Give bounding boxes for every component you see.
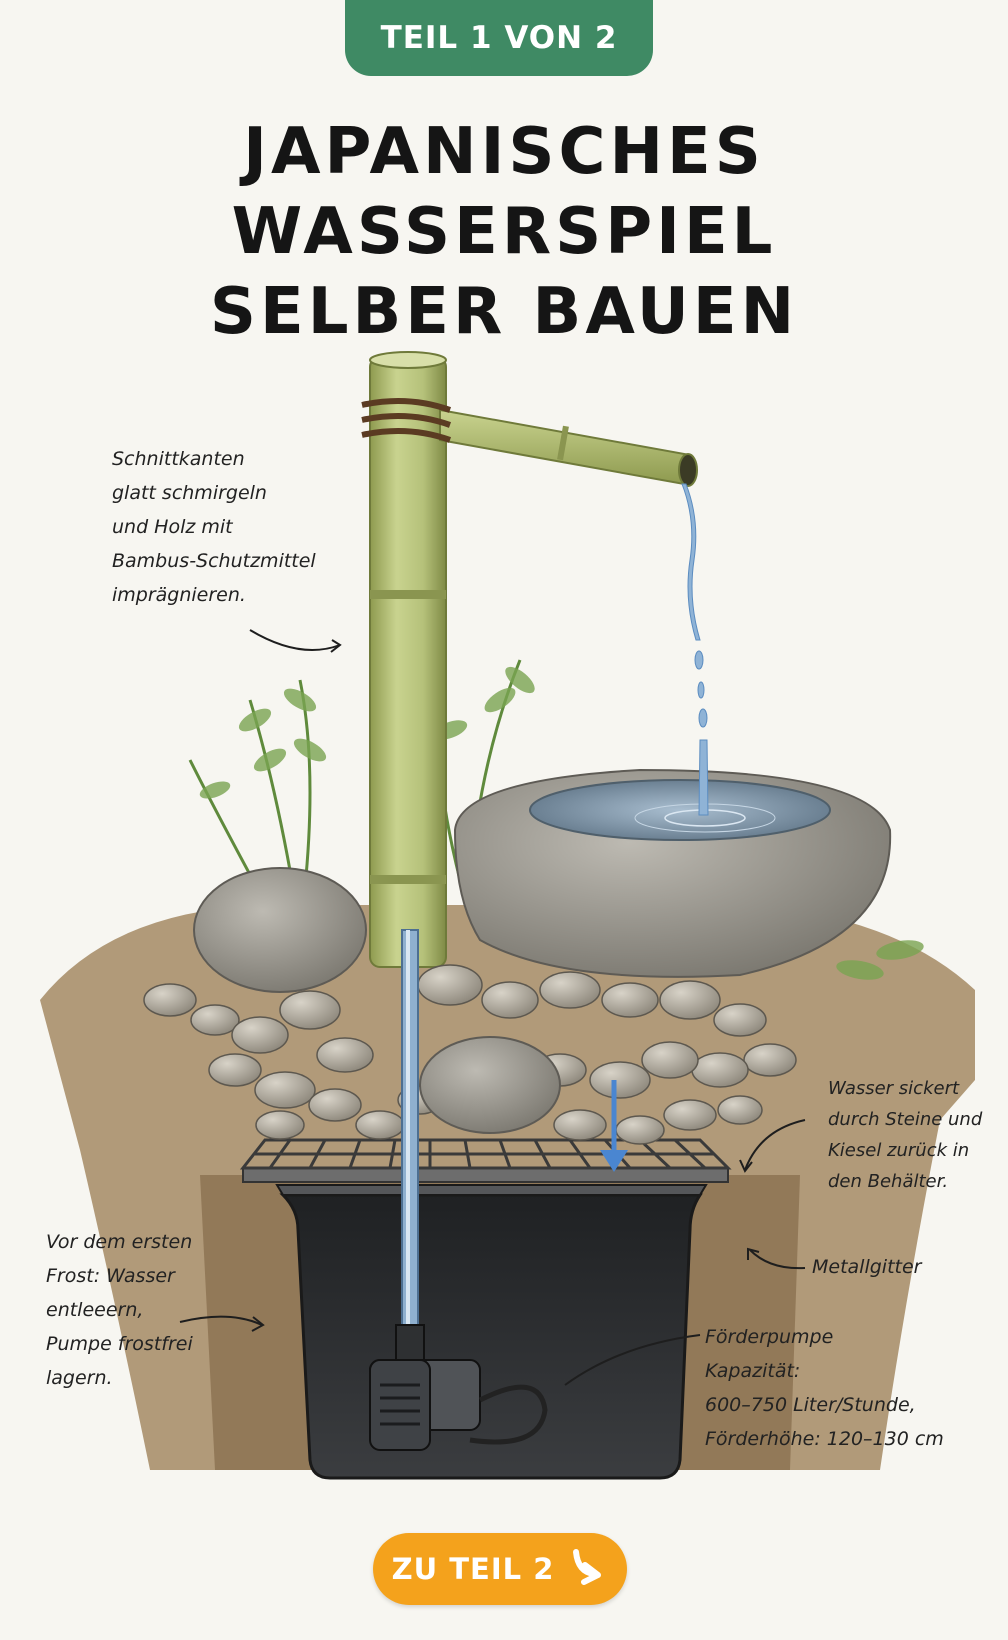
note-bamboo-tip: Schnittkanten glatt schmirgeln und Holz … <box>112 442 316 612</box>
note-line: entleeern, <box>46 1299 144 1321</box>
note-line: den Behälter. <box>828 1171 949 1192</box>
note-line: Kiesel zurück in <box>828 1140 970 1161</box>
note-line: glatt schmirgeln <box>112 482 267 504</box>
part-badge-label: TEIL 1 VON 2 <box>380 20 618 56</box>
note-line: und Holz mit <box>112 516 233 538</box>
note-line: Vor dem ersten <box>46 1231 193 1253</box>
rope-lashing <box>361 398 452 443</box>
metal-grid <box>239 1138 732 1183</box>
note-line: Förderhöhe: 120–130 cm <box>705 1428 944 1450</box>
water-stream <box>681 483 709 816</box>
note-line: Förderpumpe <box>705 1326 834 1348</box>
annotation-arrows <box>179 629 806 1386</box>
note-line: 600–750 Liter/Stunde, <box>705 1394 916 1416</box>
water-tub <box>275 1184 708 1480</box>
bamboo-post <box>369 351 447 968</box>
water-feature-illustration <box>40 351 975 1480</box>
note-water-return: Wasser sickert durch Steine und Kiesel z… <box>828 1073 982 1197</box>
boulder-center <box>419 1036 561 1134</box>
stone-basin <box>453 768 892 978</box>
note-metal-grid: Metallgitter <box>812 1250 921 1284</box>
note-line: Kapazität: <box>705 1360 801 1382</box>
water-return-arrow <box>600 1080 628 1172</box>
note-line: Schnittkanten <box>112 448 245 470</box>
title-line-1: JAPANISCHES <box>243 115 765 189</box>
note-line: Pumpe frostfrei <box>46 1333 193 1355</box>
note-line: Wasser sickert <box>828 1078 960 1099</box>
arrow-down-right-icon <box>568 1546 608 1593</box>
boulder-left <box>193 867 367 993</box>
note-line: Bambus-Schutzmittel <box>112 550 316 572</box>
note-frost-tip: Vor dem ersten Frost: Wasser entleeern, … <box>46 1225 193 1395</box>
note-line: Frost: Wasser <box>46 1265 175 1287</box>
title-line-3: SELBER BAUEN <box>209 275 799 349</box>
note-line: durch Steine und <box>828 1109 983 1130</box>
next-part-label: ZU TEIL 2 <box>391 1552 555 1586</box>
note-line: imprägnieren. <box>112 584 246 606</box>
page-title: JAPANISCHES WASSERSPIEL SELBER BAUEN <box>0 112 1008 352</box>
submersible-pump <box>369 1324 548 1451</box>
title-line-2: WASSERSPIEL <box>231 195 777 269</box>
bamboo-spout <box>439 408 698 487</box>
part-badge: TEIL 1 VON 2 <box>345 0 653 76</box>
next-part-button[interactable]: ZU TEIL 2 <box>373 1533 627 1605</box>
note-pump: Förderpumpe Kapazität: 600–750 Liter/Stu… <box>705 1320 944 1456</box>
note-line: Metallgitter <box>812 1256 922 1278</box>
note-line: lagern. <box>46 1367 113 1389</box>
